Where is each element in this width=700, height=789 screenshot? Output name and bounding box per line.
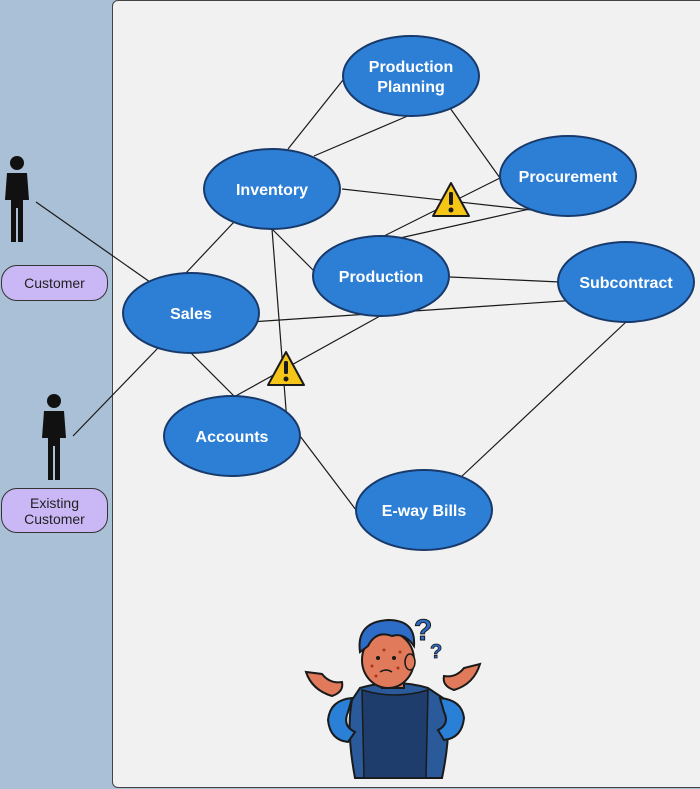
- connection-existing-customer-sales: [72, 347, 159, 437]
- actor-figure-customer: [5, 156, 29, 242]
- connection-production-planning-procurement: [449, 107, 501, 179]
- connection-inventory-production: [271, 228, 317, 274]
- connection-extra-0: [287, 79, 344, 150]
- confused-person-illustration: ? ?: [304, 614, 482, 779]
- module-ellipse-eway-bills: [355, 469, 493, 551]
- module-label-eway-bills: E-way Bills: [382, 503, 467, 520]
- module-label-subcontract: Subcontract: [579, 275, 673, 292]
- module-ellipse-subcontract: [557, 241, 695, 323]
- warning-icon: [432, 182, 470, 217]
- actor-label-existing-customer: Existing Customer: [1, 488, 108, 533]
- module-ellipse-procurement: [499, 135, 637, 217]
- connection-subcontract-eway-bills: [459, 321, 627, 479]
- connection-inventory-production-planning: [313, 114, 411, 157]
- module-node-accounts[interactable]: Accounts: [163, 395, 301, 477]
- connection-sales-accounts: [190, 352, 237, 399]
- connection-inventory-accounts: [271, 228, 288, 423]
- module-node-inventory[interactable]: Inventory: [203, 148, 341, 230]
- module-node-subcontract[interactable]: Subcontract: [557, 241, 695, 323]
- module-label-procurement: Procurement: [519, 169, 618, 186]
- connection-accounts-eway-bills: [299, 435, 357, 511]
- svg-text:?: ?: [430, 641, 442, 663]
- module-ellipse-production-planning: [342, 35, 480, 117]
- connection-lines: [35, 79, 627, 511]
- module-node-production[interactable]: Production: [312, 235, 450, 317]
- module-ellipse-sales: [122, 272, 260, 354]
- connection-inventory-sales: [184, 221, 235, 275]
- module-node-procurement[interactable]: Procurement: [499, 135, 637, 217]
- module-node-sales[interactable]: Sales: [122, 272, 260, 354]
- module-label-accounts: Accounts: [196, 429, 269, 446]
- module-ellipse-inventory: [203, 148, 341, 230]
- module-node-eway-bills[interactable]: E-way Bills: [355, 469, 493, 551]
- connection-production-subcontract: [449, 276, 561, 283]
- connection-production-sales: [399, 207, 535, 239]
- connection-production-accounts: [231, 315, 381, 399]
- module-ellipse-production: [312, 235, 450, 317]
- module-label-production-planning: Production: [369, 59, 453, 76]
- module-ellipse-accounts: [163, 395, 301, 477]
- module-label-inventory: Inventory: [236, 182, 308, 199]
- connection-customer-sales: [35, 201, 151, 283]
- warning-icon: [267, 351, 305, 386]
- module-label-production-planning: Planning: [377, 79, 445, 96]
- actor-label-customer: Customer: [1, 265, 108, 301]
- actor-figures: [5, 156, 66, 480]
- actor-figure-existing-customer: [42, 394, 66, 480]
- module-label-production: Production: [339, 269, 423, 286]
- warning-icons: [267, 182, 470, 386]
- module-nodes: ProductionPlanningInventoryProcurementPr…: [122, 35, 695, 551]
- svg-text:?: ?: [414, 614, 432, 647]
- module-label-sales: Sales: [170, 306, 212, 323]
